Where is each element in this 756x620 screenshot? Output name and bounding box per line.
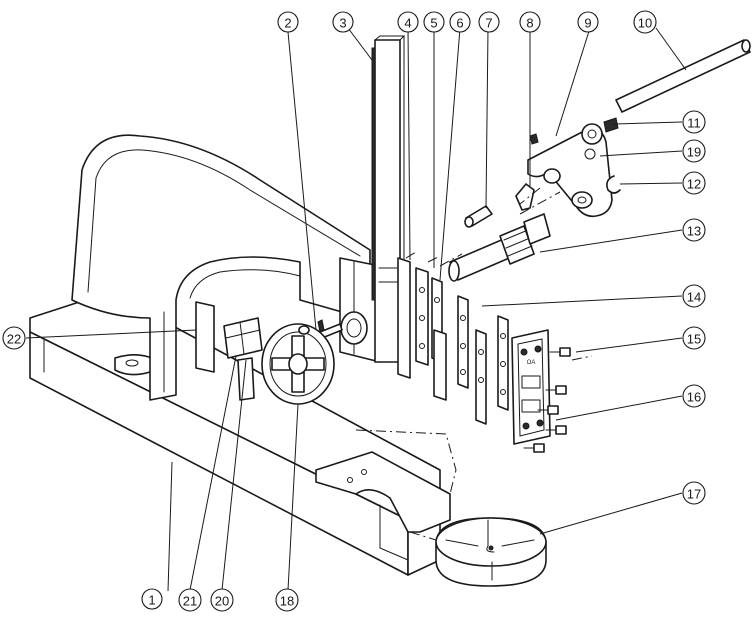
lever-arm [515,123,613,218]
callout-6: 6 [449,11,471,33]
callout-2-text: 2 [284,16,291,31]
side-plates [457,295,509,425]
callout-4-text: 4 [404,16,411,31]
callout-18-text: 18 [280,594,294,609]
callout-14-text: 14 [687,290,701,305]
callout-4: 4 [397,11,419,33]
handwheel [261,323,335,405]
callout-14: 14 [682,284,706,308]
callout-20-text: 20 [215,594,229,609]
callout-16-text: 16 [687,390,701,405]
cover-plate: OA [511,329,551,445]
alignment-lines [355,187,593,541]
callout-10-text: 10 [638,16,652,31]
callout-13-text: 13 [687,224,701,239]
turntable [435,517,547,587]
screws [523,347,571,453]
callout-8-text: 8 [526,16,533,31]
callout-19: 19 [682,139,706,163]
callout-19-text: 19 [687,145,701,160]
callouts: 1 2 3 4 5 6 7 8 9 10 11 19 12 13 14 15 1… [2,10,706,612]
callout-16: 16 [682,384,706,408]
callout-1-text: 1 [148,593,155,608]
retaining-rings [584,148,621,194]
callout-17: 17 [682,481,706,505]
callout-21: 21 [178,588,202,612]
callout-21-text: 21 [183,594,197,609]
decals [195,301,263,401]
callout-1: 1 [141,588,163,610]
callout-13: 13 [682,218,706,242]
gib-strips [397,257,447,401]
callout-15-text: 15 [687,332,701,347]
plate-marking: OA [527,360,536,366]
callout-10: 10 [633,10,657,34]
callout-12-text: 12 [687,177,701,192]
callout-11: 11 [682,110,706,134]
pin [464,205,493,228]
callout-15: 15 [682,326,706,350]
callout-9-text: 9 [584,16,591,31]
callout-18: 18 [275,588,299,612]
callout-5-text: 5 [430,16,437,31]
callout-7: 7 [478,11,500,33]
callout-2: 2 [277,11,299,33]
callout-6-text: 6 [456,16,463,31]
callout-5: 5 [423,11,445,33]
platform [315,451,451,533]
callout-3: 3 [332,11,354,33]
callout-8: 8 [519,11,541,33]
callout-12: 12 [682,171,706,195]
callout-9: 9 [577,11,599,33]
callout-11-text: 11 [687,116,701,131]
callout-17-text: 17 [687,487,701,502]
leader-lines [25,27,687,592]
set-screw [603,117,619,133]
callout-20: 20 [210,588,234,612]
callout-7-text: 7 [485,16,492,31]
callout-22: 22 [2,326,26,350]
handle-rod [615,39,751,113]
callout-22-text: 22 [7,332,21,347]
callout-3-text: 3 [339,16,346,31]
pinion-shaft [448,213,551,282]
